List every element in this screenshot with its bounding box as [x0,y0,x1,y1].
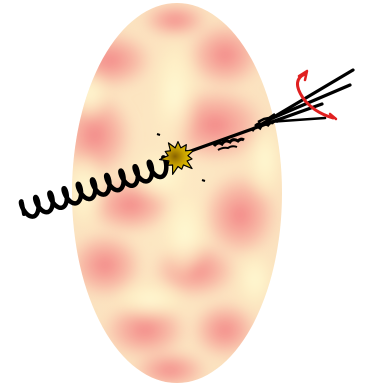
medium-ellipse [55,2,283,384]
